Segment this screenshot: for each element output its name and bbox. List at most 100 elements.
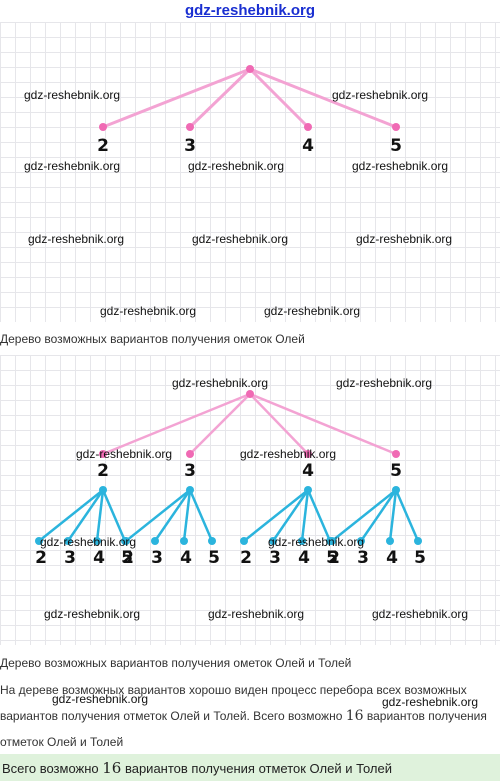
watermark: gdz-reshebnik.org [52, 692, 149, 706]
tree2-leaf-node [269, 537, 277, 545]
watermark: gdz-reshebnik.org [24, 88, 121, 102]
tree2-edge-blue [300, 489, 310, 542]
tree2-edge-blue [188, 489, 214, 542]
tree2-level1-node [99, 450, 107, 458]
tree2-leaf-label: 4 [298, 548, 310, 568]
watermark: gdz-reshebnik.org [264, 304, 361, 318]
tree2-edge [189, 393, 251, 455]
tree2-root-node [246, 390, 254, 398]
tree2-leaf-node [328, 537, 336, 545]
tree2-level1-label: 5 [390, 461, 402, 481]
tree2-edge-blue [66, 489, 105, 542]
tree2-leaf-node [151, 537, 159, 545]
watermark: gdz-reshebnik.org [172, 376, 269, 390]
tree2-leaf-label: 2 [328, 548, 340, 568]
tree2-edge-blue [271, 489, 310, 542]
tree2-leaf-node [240, 537, 248, 545]
tree2-leaf-node [414, 537, 422, 545]
watermark: gdz-reshebnik.org [356, 232, 453, 246]
tree2-edge-blue [306, 489, 332, 542]
explanation-number: 16 [345, 708, 364, 724]
tree2-leaf-label: 5 [326, 548, 338, 568]
watermark: gdz-reshebnik.org [192, 232, 289, 246]
watermark: gdz-reshebnik.org [44, 607, 141, 621]
tree2-edge-blue [359, 489, 398, 542]
tree2-level1-node [304, 450, 312, 458]
tree2-edge-blue [101, 489, 127, 542]
watermark: gdz-reshebnik.org [352, 159, 449, 173]
watermark: gdz-reshebnik.org [76, 447, 173, 461]
grid-background-tree1 [0, 22, 500, 322]
tree2-leaf-label: 3 [269, 548, 281, 568]
tree2-leaf-node [93, 537, 101, 545]
watermark: gdz-reshebnik.org [100, 304, 197, 318]
tree2-edge-blue [153, 489, 192, 542]
tree2-leaf-label: 2 [35, 548, 47, 568]
watermark: gdz-reshebnik.org [208, 607, 305, 621]
explanation-text: На дереве возможных вариантов хорошо вид… [0, 677, 494, 755]
tree2-leaf-label: 5 [121, 548, 133, 568]
tree2-edge-blue [243, 489, 309, 542]
answer-part2: вариантов получения отметок Олей и Толей [121, 761, 393, 776]
tree2-leaf-label: 2 [240, 548, 252, 568]
tree1-node-label: 2 [97, 136, 109, 156]
tree2-level1-node [392, 450, 400, 458]
tree2-edge [102, 392, 251, 456]
tree2-branch-node [392, 486, 400, 494]
tree1-node [304, 123, 312, 131]
tree2-level1-label: 3 [184, 461, 196, 481]
tree1-node-label: 4 [302, 136, 314, 156]
tree2-leaf-node [122, 537, 130, 545]
watermark: gdz-reshebnik.org [188, 159, 285, 173]
site-header-link[interactable]: gdz-reshebnik.org [184, 2, 315, 19]
tree1-caption: Дерево возможных вариантов получения оме… [0, 332, 305, 346]
tree2-edge-blue [394, 489, 420, 542]
tree2-caption: Дерево возможных вариантов получения оме… [0, 656, 352, 670]
tree2-edge-blue [388, 489, 398, 542]
tree1-node [392, 123, 400, 131]
tree2-edge [249, 392, 397, 456]
tree2-edge [249, 393, 309, 455]
tree2-level1-label: 4 [302, 461, 314, 481]
grid-background-tree2 [0, 355, 500, 645]
answer-box: Всего возможно 16 вариантов получения от… [0, 754, 500, 781]
tree2-leaf-node [386, 537, 394, 545]
tree2-branch-node [99, 486, 107, 494]
tree1-root-node [246, 65, 254, 73]
tree1-node-label: 3 [184, 136, 196, 156]
tree2-edge-blue [38, 489, 104, 542]
tree2-level1-label: 2 [97, 461, 109, 481]
tree1-node-label: 5 [390, 136, 402, 156]
tree2-leaf-label: 3 [64, 548, 76, 568]
tree2-edge-blue [331, 489, 397, 542]
tree2-level1-node [186, 450, 194, 458]
watermark: gdz-reshebnik.org [372, 607, 469, 621]
tree2-leaf-label: 3 [357, 548, 369, 568]
tree1-edge [249, 67, 397, 129]
watermark: gdz-reshebnik.org [40, 535, 137, 549]
tree2-leaf-node [357, 537, 365, 545]
tree1-node [186, 123, 194, 131]
tree1-edge [248, 67, 310, 129]
tree1-edge [188, 67, 252, 129]
tree2-edge-blue [125, 489, 191, 542]
watermark: gdz-reshebnik.org [332, 88, 429, 102]
tree2-leaf-node [208, 537, 216, 545]
explanation-part1: На дереве возможных вариантов хорошо вид… [0, 683, 467, 723]
tree2-edge-blue [182, 489, 192, 542]
tree2-edge-blue [95, 489, 105, 542]
tree2-leaf-node [35, 537, 43, 545]
tree2-leaf-label: 2 [122, 548, 134, 568]
tree2-leaf-label: 4 [93, 548, 105, 568]
tree2-branch-node [186, 486, 194, 494]
tree2-leaf-label: 4 [386, 548, 398, 568]
answer-part1: Всего возможно [2, 761, 103, 776]
tree2-leaf-node [64, 537, 72, 545]
watermark: gdz-reshebnik.org [336, 376, 433, 390]
tree2-leaf-label: 5 [414, 548, 426, 568]
tree2-leaf-node [180, 537, 188, 545]
explanation-part2: вариантов получения отметок Олей и Толей [0, 709, 487, 749]
watermark: gdz-reshebnik.org [28, 232, 125, 246]
tree1-edge [102, 67, 251, 129]
